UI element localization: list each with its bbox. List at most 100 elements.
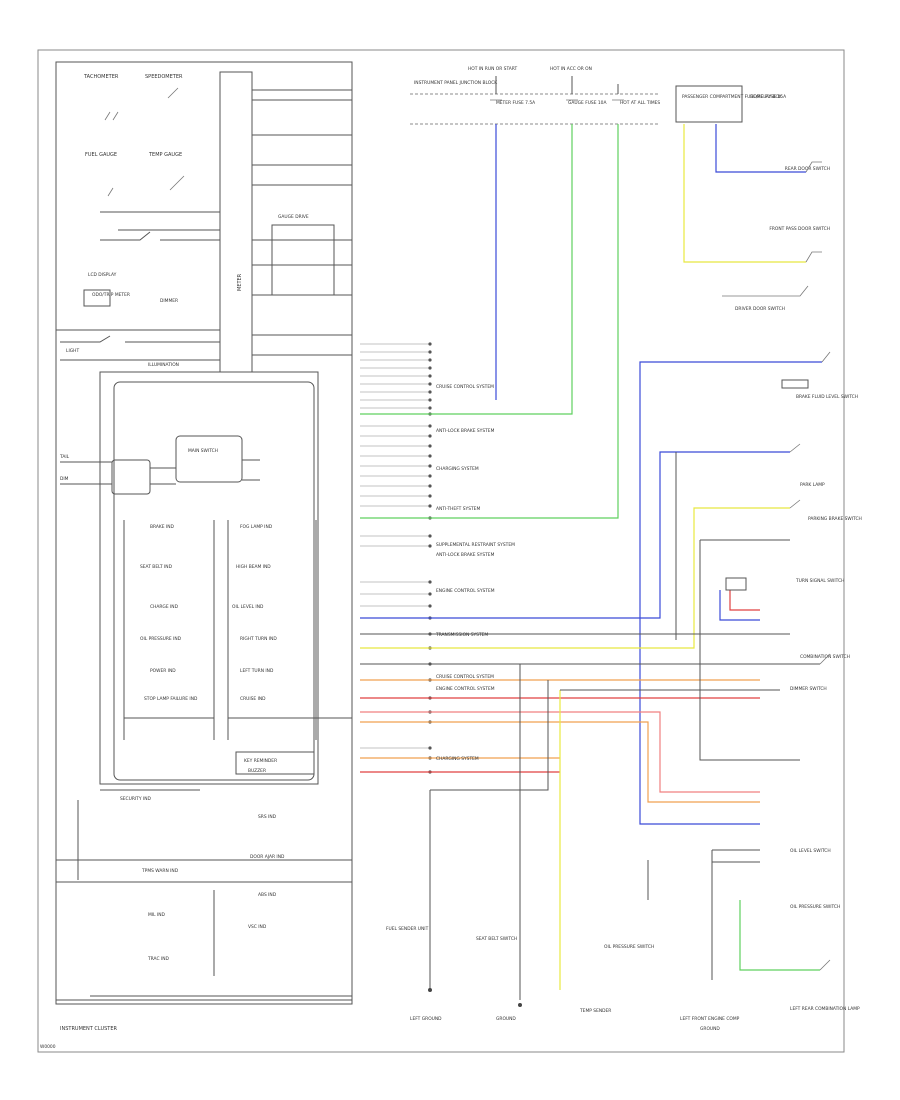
svg-text:OIL LEVEL IND: OIL LEVEL IND xyxy=(232,604,264,610)
svg-text:LEFT REAR COMBINATION LAMP: LEFT REAR COMBINATION LAMP xyxy=(790,1006,860,1012)
svg-text:TAIL: TAIL xyxy=(59,454,70,460)
svg-text:SUPPLEMENTAL RESTRAINT SYSTEM: SUPPLEMENTAL RESTRAINT SYSTEM xyxy=(436,542,515,548)
svg-text:CRUISE IND: CRUISE IND xyxy=(240,696,266,702)
corner-code: W0000 xyxy=(40,1044,56,1050)
svg-text:POWER IND: POWER IND xyxy=(150,668,176,674)
pin-terminal xyxy=(428,406,432,410)
junction-block: HOT IN RUN OR START HOT IN ACC OR ON INS… xyxy=(410,66,660,125)
pin-terminal xyxy=(428,464,432,468)
pin-terminal xyxy=(428,358,432,362)
pin-terminal xyxy=(428,534,432,538)
pin-terminal xyxy=(428,746,432,750)
svg-text:OIL PRESSURE SWITCH: OIL PRESSURE SWITCH xyxy=(604,944,654,950)
bottom-component-labels: FUEL SENDER UNIT LEFT GROUND SEAT BELT S… xyxy=(386,926,740,1032)
svg-text:HOT AT ALL TIMES: HOT AT ALL TIMES xyxy=(620,100,660,106)
svg-text:CRUISE CONTROL SYSTEM: CRUISE CONTROL SYSTEM xyxy=(436,384,494,390)
svg-text:ANTI-LOCK BRAKE SYSTEM: ANTI-LOCK BRAKE SYSTEM xyxy=(436,428,495,434)
svg-text:DIMMER: DIMMER xyxy=(160,298,178,304)
pin-terminal xyxy=(428,494,432,498)
pin-terminal xyxy=(428,424,432,428)
svg-text:LCD DISPLAY: LCD DISPLAY xyxy=(88,272,117,278)
svg-text:ENGINE CONTROL SYSTEM: ENGINE CONTROL SYSTEM xyxy=(436,588,495,594)
svg-text:CRUISE CONTROL SYSTEM: CRUISE CONTROL SYSTEM xyxy=(436,674,494,680)
pin-terminal xyxy=(428,434,432,438)
svg-text:COMBINATION SWITCH: COMBINATION SWITCH xyxy=(800,654,850,660)
pin-terminal xyxy=(428,374,432,378)
pin-terminal xyxy=(428,580,432,584)
svg-text:OIL PRESSURE IND: OIL PRESSURE IND xyxy=(140,636,182,642)
svg-text:GROUND: GROUND xyxy=(700,1026,720,1032)
colored-wires xyxy=(360,124,822,990)
svg-text:SECURITY IND: SECURITY IND xyxy=(120,796,152,802)
svg-text:LIGHT: LIGHT xyxy=(66,348,79,354)
svg-text:BRAKE IND: BRAKE IND xyxy=(150,524,175,530)
svg-text:FUEL SENDER UNIT: FUEL SENDER UNIT xyxy=(386,926,429,932)
instrument-cluster: TACHOMETER SPEEDOMETER FUEL GAUGE TEMP G… xyxy=(55,61,353,1032)
pin-terminal xyxy=(428,604,432,608)
indicator-list-right: FOG LAMP IND HIGH BEAM IND OIL LEVEL IND… xyxy=(232,524,277,702)
connector-pins xyxy=(360,342,432,774)
svg-text:PARKING BRAKE SWITCH: PARKING BRAKE SWITCH xyxy=(808,516,862,522)
svg-text:METER FUSE 7.5A: METER FUSE 7.5A xyxy=(496,100,535,106)
svg-text:DOOR AJAR IND: DOOR AJAR IND xyxy=(250,854,285,860)
svg-text:LEFT TURN IND: LEFT TURN IND xyxy=(240,668,274,674)
svg-text:HOT IN ACC OR ON: HOT IN ACC OR ON xyxy=(550,66,592,72)
svg-text:FOG LAMP IND: FOG LAMP IND xyxy=(240,524,273,530)
svg-text:TPMS WARN IND: TPMS WARN IND xyxy=(141,868,179,874)
svg-text:ANTI-LOCK BRAKE SYSTEM: ANTI-LOCK BRAKE SYSTEM xyxy=(436,552,495,558)
fuse-relay-box: PASSENGER COMPARTMENT FUSE/RELAY BOX DOM… xyxy=(675,85,830,312)
svg-text:ILLUMINATION: ILLUMINATION xyxy=(148,362,179,368)
outer-frame xyxy=(37,49,845,1053)
svg-text:SRS IND: SRS IND xyxy=(258,814,277,820)
svg-text:HOT IN RUN OR START: HOT IN RUN OR START xyxy=(468,66,518,72)
svg-text:RIGHT TURN IND: RIGHT TURN IND xyxy=(240,636,277,642)
svg-text:GAUGE FUSE 10A: GAUGE FUSE 10A xyxy=(568,100,606,106)
svg-text:OIL LEVEL SWITCH: OIL LEVEL SWITCH xyxy=(790,848,831,854)
footer-label: INSTRUMENT CLUSTER xyxy=(60,1026,118,1032)
pin-terminal xyxy=(428,398,432,402)
svg-text:GAUGE DRIVE: GAUGE DRIVE xyxy=(278,214,309,220)
pin-terminal xyxy=(428,444,432,448)
svg-text:BUZZER: BUZZER xyxy=(248,768,266,774)
right-component-labels: BRAKE FLUID LEVEL SWITCH PARK LAMP PARKI… xyxy=(790,394,862,1012)
svg-text:VSC IND: VSC IND xyxy=(248,924,267,930)
system-labels: CRUISE CONTROL SYSTEM ANTI-LOCK BRAKE SY… xyxy=(435,384,515,762)
svg-text:DRIVER DOOR SWITCH: DRIVER DOOR SWITCH xyxy=(735,306,785,312)
pin-terminal xyxy=(428,350,432,354)
svg-text:ABS IND: ABS IND xyxy=(258,892,277,898)
svg-text:HIGH BEAM IND: HIGH BEAM IND xyxy=(236,564,271,570)
svg-text:ODO/TRIP METER: ODO/TRIP METER xyxy=(92,292,130,298)
svg-text:LEFT FRONT ENGINE COMP: LEFT FRONT ENGINE COMP xyxy=(680,1016,740,1022)
pin-terminal xyxy=(428,484,432,488)
svg-text:FRONT PASS DOOR SWITCH: FRONT PASS DOOR SWITCH xyxy=(769,226,830,232)
gauge-label-temp: TEMP GAUGE xyxy=(148,152,182,158)
svg-text:DOME FUSE 15A: DOME FUSE 15A xyxy=(750,94,786,100)
pin-terminal xyxy=(428,504,432,508)
svg-text:PASSENGER COMPARTMENT FUSE/REL: PASSENGER COMPARTMENT FUSE/RELAY BOX xyxy=(682,94,782,100)
pin-terminal xyxy=(428,382,432,386)
svg-text:DIMMER SWITCH: DIMMER SWITCH xyxy=(790,686,827,692)
gray-wires xyxy=(360,452,820,1007)
svg-text:LEFT GROUND: LEFT GROUND xyxy=(410,1016,442,1022)
switch-symbols xyxy=(722,161,831,971)
svg-text:DIM: DIM xyxy=(60,476,69,482)
svg-text:CHARGING SYSTEM: CHARGING SYSTEM xyxy=(436,756,479,762)
svg-text:TEMP SENDER: TEMP SENDER xyxy=(579,1008,611,1014)
svg-text:STOP LAMP FAILURE IND: STOP LAMP FAILURE IND xyxy=(144,696,198,702)
svg-text:BRAKE FLUID LEVEL SWITCH: BRAKE FLUID LEVEL SWITCH xyxy=(796,394,858,400)
pin-terminal xyxy=(428,342,432,346)
svg-text:CHARGING SYSTEM: CHARGING SYSTEM xyxy=(436,466,479,472)
gauge-label-tach: TACHOMETER xyxy=(83,74,119,80)
svg-text:TRAC IND: TRAC IND xyxy=(147,956,170,962)
svg-text:SEAT BELT SWITCH: SEAT BELT SWITCH xyxy=(476,936,517,942)
svg-text:KEY REMINDER: KEY REMINDER xyxy=(244,758,277,764)
pin-terminal xyxy=(428,454,432,458)
indicator-list-left: BRAKE IND SEAT BELT IND CHARGE IND OIL P… xyxy=(140,524,198,702)
svg-text:TURN SIGNAL SWITCH: TURN SIGNAL SWITCH xyxy=(795,578,844,584)
svg-text:TRANSMISSION SYSTEM: TRANSMISSION SYSTEM xyxy=(435,632,488,638)
pin-terminal xyxy=(428,474,432,478)
gauge-label-speedo: SPEEDOMETER xyxy=(145,74,183,80)
svg-text:ENGINE CONTROL SYSTEM: ENGINE CONTROL SYSTEM xyxy=(436,686,495,692)
pin-terminal xyxy=(428,390,432,394)
